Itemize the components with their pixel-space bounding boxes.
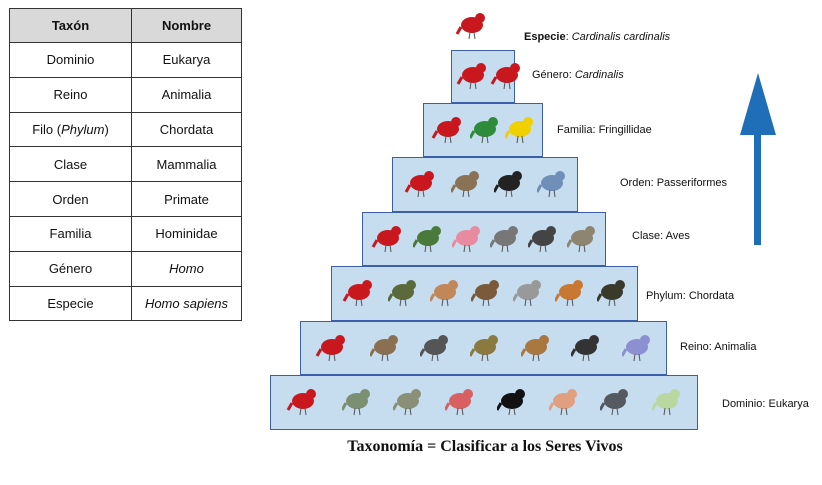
heron-icon [565, 220, 597, 259]
pyramid-caption: Taxonomía = Clasificar a los Seres Vivos [347, 438, 623, 455]
name-cell: Homo sapiens [131, 285, 242, 322]
spoonbill-icon [450, 220, 482, 259]
tanager-icon [468, 111, 500, 150]
mushroom-icon [599, 383, 630, 422]
name-cell: Mammalia [131, 146, 242, 183]
up-arrow-icon [739, 73, 777, 253]
cardinal-icon [456, 57, 490, 96]
lichen-icon [392, 383, 423, 422]
grouse-icon [418, 329, 450, 368]
taxon-cell: Familia [9, 215, 132, 252]
pyramid-tier-especie [447, 2, 497, 50]
cardinal-icon [450, 7, 494, 46]
cardinal-icon [404, 165, 438, 204]
taxon-cell: Clase [9, 146, 132, 183]
pyramid-tier-phylum [331, 266, 638, 321]
header-taxon: Taxón [9, 8, 132, 43]
cardinal-icon [286, 383, 320, 422]
taxon-cell: Dominio [9, 42, 132, 78]
orca-icon [495, 383, 527, 422]
pyramid-tier-reino [300, 321, 667, 375]
insect-icon [570, 329, 601, 368]
cardinal-icon [490, 57, 524, 96]
pyramid-tier-género [451, 50, 520, 103]
rank-label-reino: Reino: Animalia [680, 341, 757, 353]
table-row: Filo (Phylum)Chordata [9, 111, 242, 148]
snail-icon [469, 329, 500, 368]
rank-label-especie: Especie: Cardinalis cardinalis [524, 31, 671, 43]
thrush-icon [449, 165, 481, 204]
pyramid-tier-dominio [270, 375, 698, 430]
taxon-cell: Género [9, 250, 132, 287]
cardinal-icon [431, 111, 465, 150]
cardinal-icon [371, 220, 405, 259]
taxon-cell: Especie [9, 285, 132, 322]
blackbird-icon [492, 165, 524, 204]
fish-icon [511, 274, 543, 313]
rank-label-phylum: Phylum: Chordata [646, 290, 735, 302]
cardinal-icon [315, 329, 349, 368]
horseshoe-crab-icon [368, 329, 400, 368]
name-cell: Homo [131, 250, 242, 287]
protist-icon [650, 383, 682, 422]
kangaroo-icon [428, 274, 460, 313]
turtle-icon [386, 274, 418, 313]
anemone-icon [620, 329, 652, 368]
taxon-cell: Filo (Phylum) [9, 111, 132, 148]
name-cell: Animalia [131, 76, 242, 113]
name-cell: Primate [131, 181, 242, 217]
rank-label-dominio: Dominio: Eukarya [722, 398, 809, 410]
taxon-cell: Orden [9, 181, 132, 217]
header-name: Nombre [131, 8, 242, 43]
pyramid-tier-clase [362, 212, 606, 266]
woodpecker-icon [527, 220, 558, 259]
rank-label-familia: Familia: Fringillidae [557, 124, 652, 136]
plant-icon [340, 383, 372, 422]
duck-icon [412, 220, 443, 259]
worm-icon [547, 383, 579, 422]
name-cell: Hominidae [131, 215, 242, 252]
rank-label-género: Género: Cardinalis [532, 69, 624, 81]
rank-label-clase: Clase: Aves [632, 230, 690, 242]
cardinal-icon [342, 274, 376, 313]
rank-label-orden: Orden: Passeriformes [620, 177, 727, 189]
salamander-icon [595, 274, 627, 313]
taxon-cell: Reino [9, 76, 132, 113]
hawk-icon [470, 274, 501, 313]
name-cell: Eukarya [131, 42, 242, 78]
pyramid-tier-familia [423, 103, 543, 157]
shrike-icon [488, 220, 520, 259]
coral-icon [443, 383, 475, 422]
frog-icon [553, 274, 585, 313]
bluebird-icon [535, 165, 567, 204]
pyramid-tier-orden [392, 157, 578, 212]
goldfinch-icon [504, 111, 535, 150]
name-cell: Chordata [131, 111, 242, 148]
monkey-icon [519, 329, 551, 368]
